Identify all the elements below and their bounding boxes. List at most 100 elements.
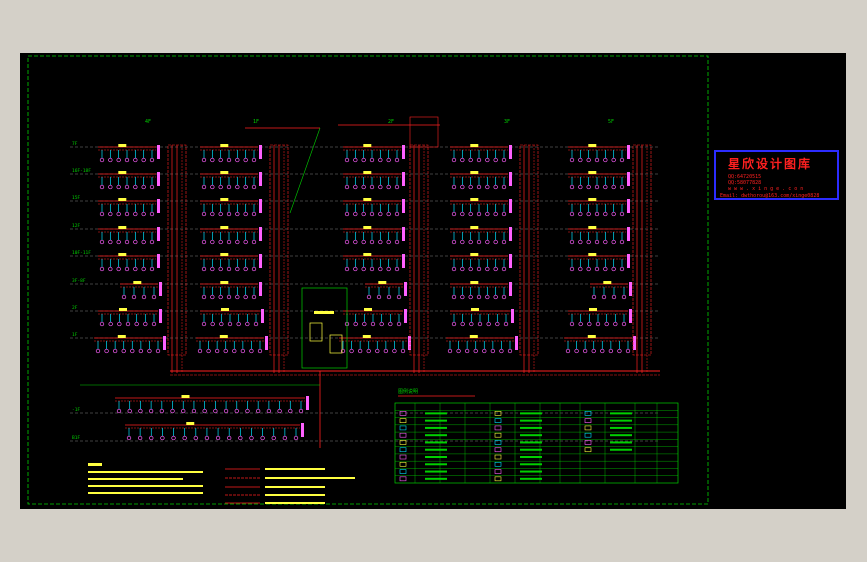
outlet-node [133,184,138,190]
outlet-node [468,157,473,163]
outlet-node [108,157,113,163]
outlet-node [451,294,457,300]
outlet-node [569,239,575,245]
outlet-node [288,408,293,414]
outlet-node [464,348,470,354]
outlet-node [578,211,583,217]
outlet-node [493,157,498,163]
outlet-node [155,348,161,354]
legend-title: 图例说明 [398,388,418,395]
legend-text-bar [520,426,542,429]
outlet-node [260,435,265,441]
outlet-node [219,321,224,327]
outlet-node [227,435,232,441]
outlet-node [137,435,143,441]
equipment-block [450,253,512,272]
outlet-node [108,321,113,327]
legend-symbol [399,418,407,423]
legend-symbol [584,432,592,438]
outlet-node [344,239,350,245]
outlet-node [141,157,146,163]
outlet-node [148,408,154,414]
outlet-node [121,348,126,354]
outlet-node [578,184,583,190]
outlet-node [344,266,350,272]
legend-text-bar [425,441,447,444]
outlet-node [595,321,601,327]
outlet-node [236,321,241,327]
legend-symbol [494,447,502,453]
device-tag [470,171,479,174]
outlet-node [353,157,358,163]
legend-table: 图例说明 [394,388,679,484]
device-tag [588,171,597,174]
outlet-node [460,239,465,245]
legend-symbol [584,425,592,431]
note-line [265,477,355,479]
valve [509,172,512,186]
legend-symbol [399,440,407,445]
valve [259,227,262,241]
outlet-node [451,321,457,327]
outlet-node [400,348,406,354]
outlet-node [376,294,382,300]
outlet-node [218,184,223,190]
outlet-node [243,211,248,217]
equipment-block [568,171,630,190]
outlet-node [251,157,257,163]
outlet-node [141,266,146,272]
outlet-node [485,211,490,217]
outlet-node [206,348,211,354]
outlet-node [468,211,473,217]
outlet-node [591,348,596,354]
legend-symbol [399,447,407,453]
outlet-node [293,435,299,441]
valve [627,227,630,241]
border-frame [27,55,709,505]
outlet-node [469,321,474,327]
equipment-block [343,253,405,272]
outlet-node [476,294,482,300]
outlet-node [468,266,473,272]
outlet-node [604,321,609,327]
valve [627,199,630,213]
valve [515,336,518,350]
outlet-node [468,184,473,190]
watermark-site: w w w . x i n g e . c o n [728,186,804,192]
legend-text-bar [520,477,542,480]
legend-text-bar [520,456,542,459]
outlet-node [181,408,186,414]
valve [627,254,630,268]
outlet-node [582,348,588,354]
device-tag [220,253,229,256]
legend-symbol [494,461,502,467]
outlet-node [493,294,498,300]
outlet-node [394,211,400,217]
outlet-node [361,266,366,272]
outlet-node [226,239,232,245]
panel-device [329,334,343,354]
outlet-node [204,435,210,441]
note-line [265,486,325,488]
outlet-node [603,211,608,217]
leader-line [289,127,321,214]
outlet-node [569,321,575,327]
floor-label: 10F-11F [72,250,91,256]
equipment-block [450,198,512,217]
legend-symbol [399,432,407,438]
legend-text-bar [425,434,447,437]
device-tag [588,253,597,256]
outlet-node [468,239,473,245]
outlet-node [210,321,215,327]
outlet-node [149,266,155,272]
outlet-node [357,348,363,354]
outlet-node [201,157,207,163]
outlet-node [108,211,113,217]
outlet-node [353,239,358,245]
legend-text-bar [520,441,542,444]
equipment-block [590,281,632,300]
equipment-block [450,171,512,190]
equipment-block [200,198,262,217]
outlet-node [210,157,215,163]
device-tag [118,226,127,229]
